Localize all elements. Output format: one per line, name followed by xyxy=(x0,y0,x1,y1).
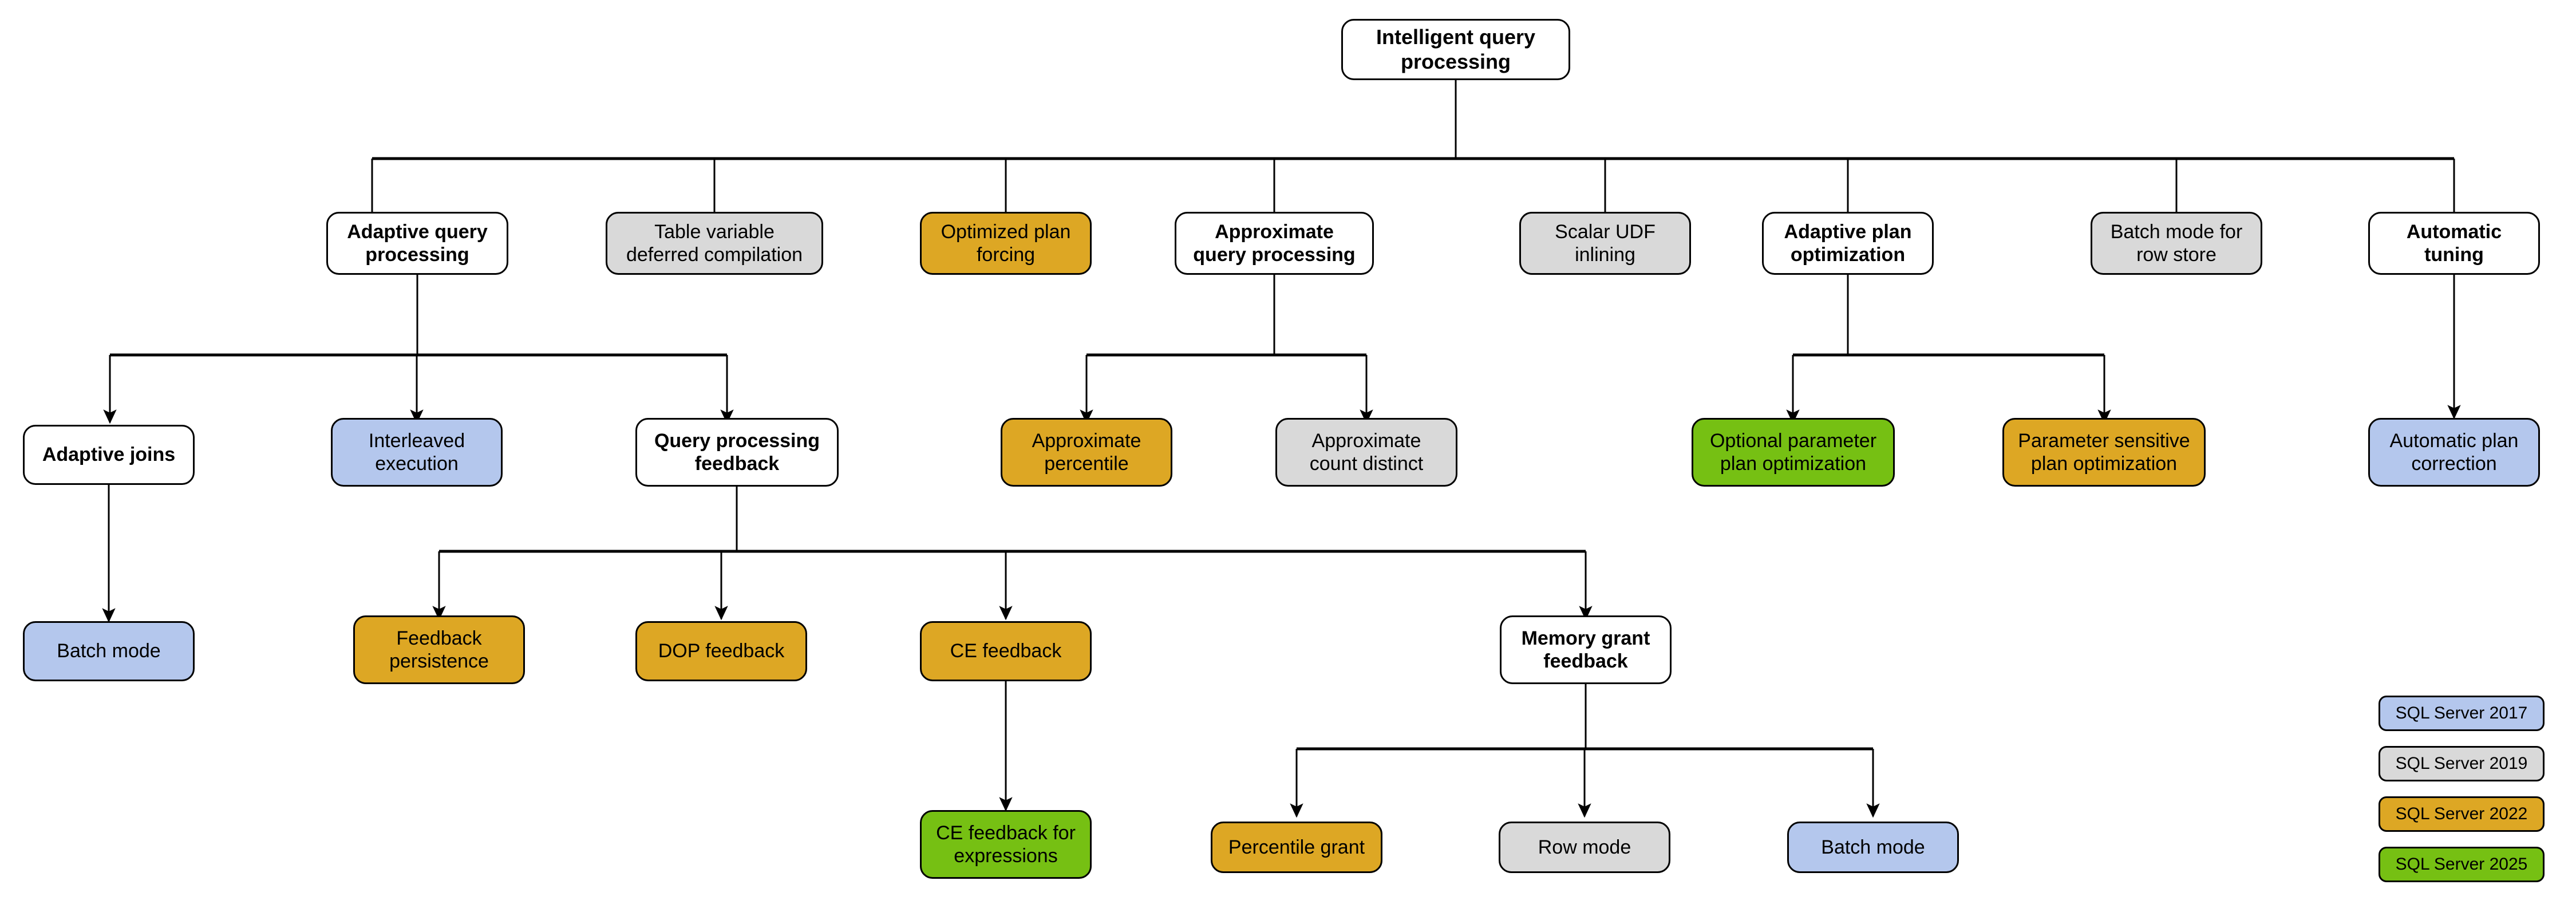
node-batchmode2[interactable]: Batch mode xyxy=(1787,822,1959,873)
node-psp[interactable]: Parameter sensitive plan optimization xyxy=(2002,418,2206,487)
node-label: CE feedback xyxy=(950,640,1062,662)
node-oppo[interactable]: Optional parameter plan optimization xyxy=(1692,418,1895,487)
node-label: Batch mode xyxy=(1821,836,1925,858)
node-label: Optimized plan forcing xyxy=(941,220,1071,266)
node-aqp[interactable]: Adaptive query processing xyxy=(326,212,508,275)
node-apc[interactable]: Automatic plan correction xyxy=(2368,418,2540,487)
node-label: Interleaved execution xyxy=(368,429,465,475)
node-label: Adaptive query processing xyxy=(347,220,488,266)
node-label: Optional parameter plan optimization xyxy=(1709,429,1877,475)
node-udf[interactable]: Scalar UDF inlining xyxy=(1519,212,1691,275)
legend-label: SQL Server 2022 xyxy=(2395,804,2528,823)
node-label: Approximate query processing xyxy=(1193,220,1356,266)
node-autotune[interactable]: Automatic tuning xyxy=(2368,212,2540,275)
node-label: Row mode xyxy=(1538,836,1631,858)
node-root[interactable]: Intelligent query processing xyxy=(1341,19,1570,80)
node-approxcd[interactable]: Approximate count distinct xyxy=(1275,418,1457,487)
legend-item-sql-server-2019: SQL Server 2019 xyxy=(2379,746,2545,781)
node-fbpersist[interactable]: Feedback persistence xyxy=(353,615,525,684)
node-interleaved[interactable]: Interleaved execution xyxy=(331,418,503,487)
node-approx[interactable]: Approximate query processing xyxy=(1175,212,1374,275)
node-pctgrant[interactable]: Percentile grant xyxy=(1211,822,1382,873)
node-label: Query processing feedback xyxy=(654,429,820,475)
legend-label: SQL Server 2019 xyxy=(2395,754,2528,773)
node-label: Memory grant feedback xyxy=(1521,627,1650,672)
legend-item-sql-server-2017: SQL Server 2017 xyxy=(2379,696,2545,731)
node-label: Approximate percentile xyxy=(1032,429,1141,475)
node-adjoins[interactable]: Adaptive joins xyxy=(23,425,195,485)
node-label: CE feedback for expressions xyxy=(936,822,1076,867)
node-label: Feedback persistence xyxy=(389,627,489,672)
node-label: Batch mode for row store xyxy=(2110,220,2243,266)
node-label: Percentile grant xyxy=(1228,836,1365,858)
node-label: Adaptive joins xyxy=(42,444,176,466)
legend-label: SQL Server 2017 xyxy=(2395,704,2528,722)
node-tvdc[interactable]: Table variable deferred compilation xyxy=(606,212,823,275)
node-label: Scalar UDF inlining xyxy=(1555,220,1656,266)
legend-label: SQL Server 2025 xyxy=(2395,855,2528,874)
node-dopfb[interactable]: DOP feedback xyxy=(635,621,807,681)
node-cefbexpr[interactable]: CE feedback for expressions xyxy=(920,810,1092,879)
node-bmrs[interactable]: Batch mode for row store xyxy=(2091,212,2262,275)
node-label: DOP feedback xyxy=(658,640,785,662)
node-apo[interactable]: Adaptive plan optimization xyxy=(1762,212,1934,275)
node-label: Adaptive plan optimization xyxy=(1784,220,1912,266)
legend-item-sql-server-2025: SQL Server 2025 xyxy=(2379,847,2545,882)
node-approxpct[interactable]: Approximate percentile xyxy=(1001,418,1172,487)
node-cefb[interactable]: CE feedback xyxy=(920,621,1092,681)
legend-item-sql-server-2022: SQL Server 2022 xyxy=(2379,796,2545,832)
node-mgf[interactable]: Memory grant feedback xyxy=(1500,615,1672,684)
node-label: Approximate count distinct xyxy=(1309,429,1424,475)
node-label: Batch mode xyxy=(57,640,161,662)
node-label: Intelligent query processing xyxy=(1376,25,1536,73)
node-rowmode[interactable]: Row mode xyxy=(1499,822,1670,873)
node-opf[interactable]: Optimized plan forcing xyxy=(920,212,1092,275)
node-bmadj[interactable]: Batch mode xyxy=(23,621,195,681)
node-label: Table variable deferred compilation xyxy=(626,220,803,266)
node-label: Automatic tuning xyxy=(2406,220,2502,266)
node-label: Parameter sensitive plan optimization xyxy=(2018,429,2190,475)
node-qpf[interactable]: Query processing feedback xyxy=(635,418,839,487)
node-label: Automatic plan correction xyxy=(2389,429,2519,475)
